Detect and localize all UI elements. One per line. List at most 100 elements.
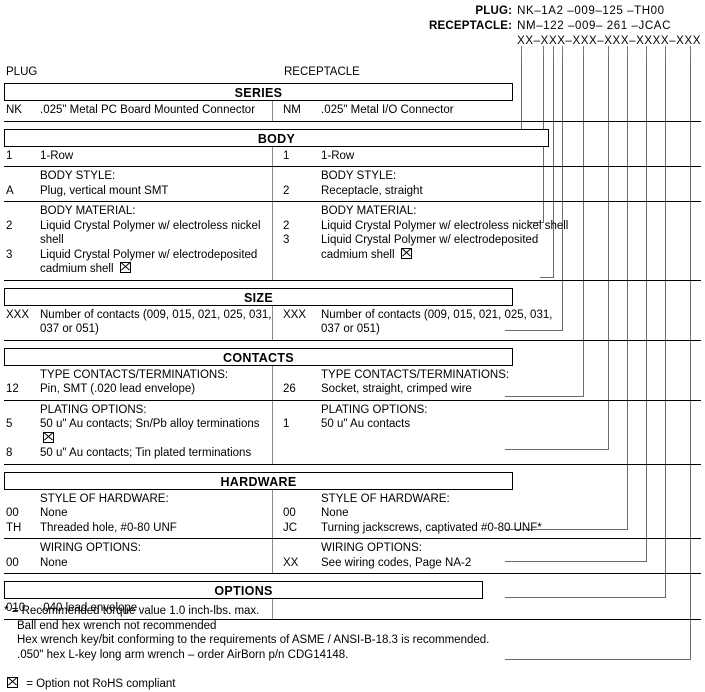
option-description-line: .025" Metal PC Board Mounted Connector [40,104,256,116]
part-number-tick-1 [521,46,522,60]
option-description-line: .025" Metal I/O Connector [321,104,454,116]
option-group-heading: TYPE CONTACTS/TERMINATIONS: [321,368,510,381]
part-number-tick-5 [583,46,584,60]
part-number-header: PLUG: NK–1A2 –009–125 –TH00 RECEPTACLE: … [429,4,701,49]
section-separator [4,573,701,581]
section-rows: XXX Number of contacts (009, 015, 021, 02… [4,305,701,340]
section-title-options: OPTIONS [4,581,483,599]
option-description: Number of contacts (009, 015, 021, 025, … [321,308,701,337]
section-separator [4,120,701,129]
option-cell-plug: XXX Number of contacts (009, 015, 021, 02… [4,306,272,340]
option-description: See wiring codes, Page NA-2 [321,556,701,571]
section-title-series: SERIES [4,83,513,101]
footnote-line-1: * = Recommended torque value 1.0 inch-lb… [4,605,260,617]
option-description: Pin, SMT (.020 lead envelope) [40,382,272,397]
option-item: 2 Liquid Crystal Polymer w/ electroless n… [283,219,701,234]
part-number-tick-marks [0,46,705,62]
option-description: 1-Row [40,149,272,164]
section-separator [4,279,701,288]
option-description: Liquid Crystal Polymer w/ electrodeposit… [40,248,272,277]
footnote-line-3: Hex wrench key/bit conforming to the req… [17,634,490,646]
part-number-tick-2 [543,46,544,60]
option-description: Turning jackscrews, captivated #0-80 UNF… [321,521,701,536]
option-group-heading: STYLE OF HARDWARE: [40,492,169,505]
part-number-tick-3 [553,46,554,60]
option-description-line: 1-Row [40,149,74,162]
option-description-line: 037 or 051) [321,323,380,335]
rohs-noncompliant-icon [43,431,54,443]
asterisk-footnote: * = Recommended torque value 1.0 inch-lb… [4,604,489,662]
option-code: NM [283,104,301,116]
option-description: Plug, vertical mount SMT [40,184,272,199]
option-group-heading: STYLE OF HARDWARE: [321,492,450,505]
option-description-line: Turning jackscrews, captivated #0-80 UNF… [321,521,542,534]
option-description-line: None [40,556,68,569]
plug-label: PLUG: [475,5,513,17]
section-title-body: BODY [4,128,549,147]
option-description: Number of contacts (009, 015, 021, 025, … [40,308,272,337]
option-code: 00 [6,507,19,519]
option-description-line: 50 u" Au contacts; Tin plated terminatio… [40,447,252,459]
footnote-line-2: Ball end hex wrench not recommended [17,619,217,632]
option-item: XXX Number of contacts (009, 015, 021, 02… [6,308,272,337]
option-description-line: Plug, vertical mount SMT [40,184,169,197]
option-description: Socket, straight, crimped wire [321,382,701,397]
section-separator [4,339,701,348]
option-code: XXX [6,308,30,321]
part-number-tick-7 [627,46,628,60]
option-description: 50 u" Au contacts; Tin plated terminatio… [40,446,272,461]
footnote-line-4: .050" hex L-key long arm wrench – order … [17,648,349,661]
column-header-plug: PLUG [6,66,38,78]
option-description-line: 037 or 051) [40,323,99,335]
option-description: Liquid Crystal Polymer w/ electrodeposit… [321,233,701,262]
option-description-line: Threaded hole, #0-80 UNF [40,521,177,534]
option-group-heading: WIRING OPTIONS: [321,542,422,554]
plug-part-number-row: PLUG: NK–1A2 –009–125 –TH00 [429,4,701,19]
section-title-hardware: HARDWARE [4,471,513,490]
option-code: JC [283,521,298,534]
option-description-line: Liquid Crystal Polymer w/ electroless ni… [321,219,569,232]
option-group-row: XXX Number of contacts (009, 015, 021, 02… [4,305,701,340]
option-description: 50 u" Au contacts; Sn/Pb alloy terminati… [40,417,272,446]
option-cell-plug: 010.040 lead envelope [4,599,272,619]
option-group-row: 010.040 lead envelope [4,599,701,619]
option-code: 2 [283,219,290,232]
option-item: 00 None [6,506,272,521]
option-description: None [40,506,272,521]
option-description: .025" Metal I/O Connector [321,103,701,118]
option-code: 2 [6,219,13,232]
column-headers: PLUG RECEPTACLE [4,66,701,83]
option-description-line: Number of contacts (009, 015, 021, 025, … [321,308,553,321]
option-description-line: Liquid Crystal Polymer w/ electroless ni… [40,219,261,247]
option-group-row: NK.025" Metal PC Board Mounted Connector… [4,101,701,121]
option-code: 00 [283,507,296,519]
rohs-noncompliant-icon [7,677,18,688]
section-rows: 010.040 lead envelope [4,599,701,619]
